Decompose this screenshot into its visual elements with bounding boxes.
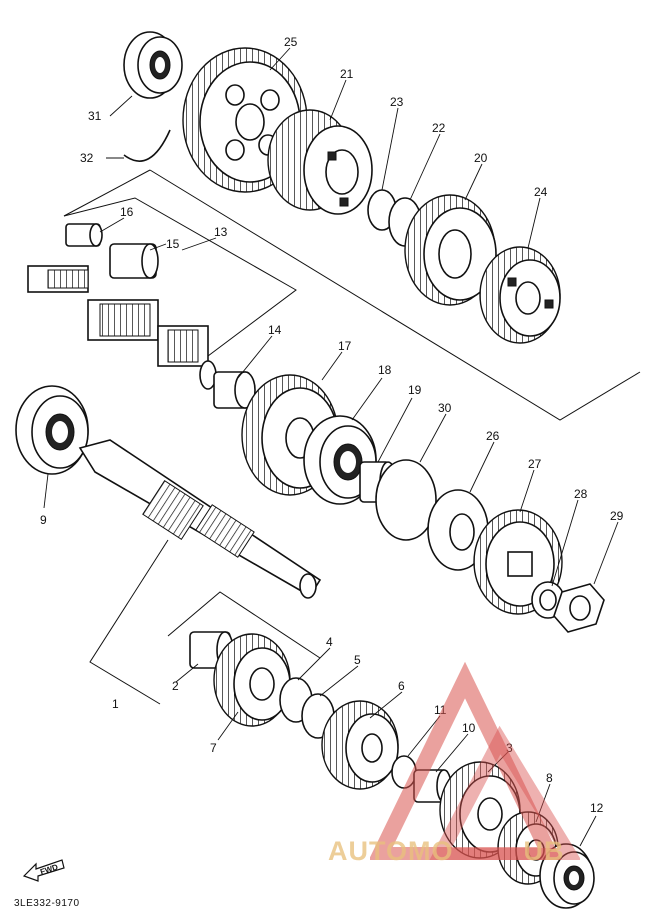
callout-27: 27 (528, 457, 542, 471)
callout-32: 32 (80, 151, 94, 165)
callout-14: 14 (268, 323, 282, 337)
nut-29 (553, 583, 605, 633)
washer-26 (427, 489, 489, 571)
callout-3: 3 (506, 741, 513, 755)
watermark-logo (370, 661, 580, 860)
callout-30: 30 (438, 401, 452, 415)
callout-labels: 25 21 23 22 20 24 31 32 16 15 13 14 17 1… (40, 35, 624, 815)
callout-15: 15 (166, 237, 180, 251)
callout-4: 4 (326, 635, 333, 649)
callout-26: 26 (486, 429, 500, 443)
main-axle-13 (27, 265, 217, 390)
gear-7 (213, 633, 291, 727)
callout-21: 21 (340, 67, 354, 81)
gear-24 (479, 246, 561, 344)
callout-31: 31 (88, 109, 102, 123)
callout-8: 8 (546, 771, 553, 785)
bearing-12 (539, 843, 595, 909)
callout-9: 9 (40, 513, 47, 527)
assembly-outline-lower (89, 539, 321, 705)
bearing-9 (15, 385, 89, 475)
callout-23: 23 (390, 95, 404, 109)
gear-20 (404, 194, 497, 306)
callout-28: 28 (574, 487, 588, 501)
watermark-text-right: UB (523, 836, 565, 866)
callout-17: 17 (338, 339, 352, 353)
assembly-outline-upper (63, 169, 641, 421)
gear-6 (321, 700, 399, 790)
gear-21 (267, 109, 373, 215)
callout-12: 12 (590, 801, 604, 815)
bushing-16 (65, 223, 103, 247)
callout-10: 10 (462, 721, 476, 735)
circlip-30 (375, 459, 437, 541)
diagram-code: 3LE332-9170 (14, 898, 80, 909)
watermark-text: AUTOMO UB (328, 836, 565, 867)
callout-16: 16 (120, 205, 134, 219)
callout-19: 19 (408, 383, 422, 397)
callout-5: 5 (354, 653, 361, 667)
bushing-14 (213, 371, 256, 409)
callout-20: 20 (474, 151, 488, 165)
drive-axle (78, 439, 322, 599)
bearing-31 (123, 31, 183, 99)
callout-24: 24 (534, 185, 548, 199)
callout-22: 22 (432, 121, 446, 135)
fwd-arrow-icon: FWD (22, 859, 65, 882)
callout-2: 2 (172, 679, 179, 693)
watermark-text-left: AUTOMO (328, 836, 454, 866)
callout-29: 29 (610, 509, 624, 523)
circlip-32 (123, 129, 171, 162)
callout-13: 13 (214, 225, 228, 239)
leader-lines (43, 47, 619, 847)
bearing-18 (303, 415, 377, 505)
callout-25: 25 (284, 35, 298, 49)
fwd-label: FWD (39, 862, 59, 876)
callout-18: 18 (378, 363, 392, 377)
bushing-15 (109, 243, 159, 279)
callout-7: 7 (210, 741, 217, 755)
callout-6: 6 (398, 679, 405, 693)
callout-1: 1 (112, 697, 119, 711)
